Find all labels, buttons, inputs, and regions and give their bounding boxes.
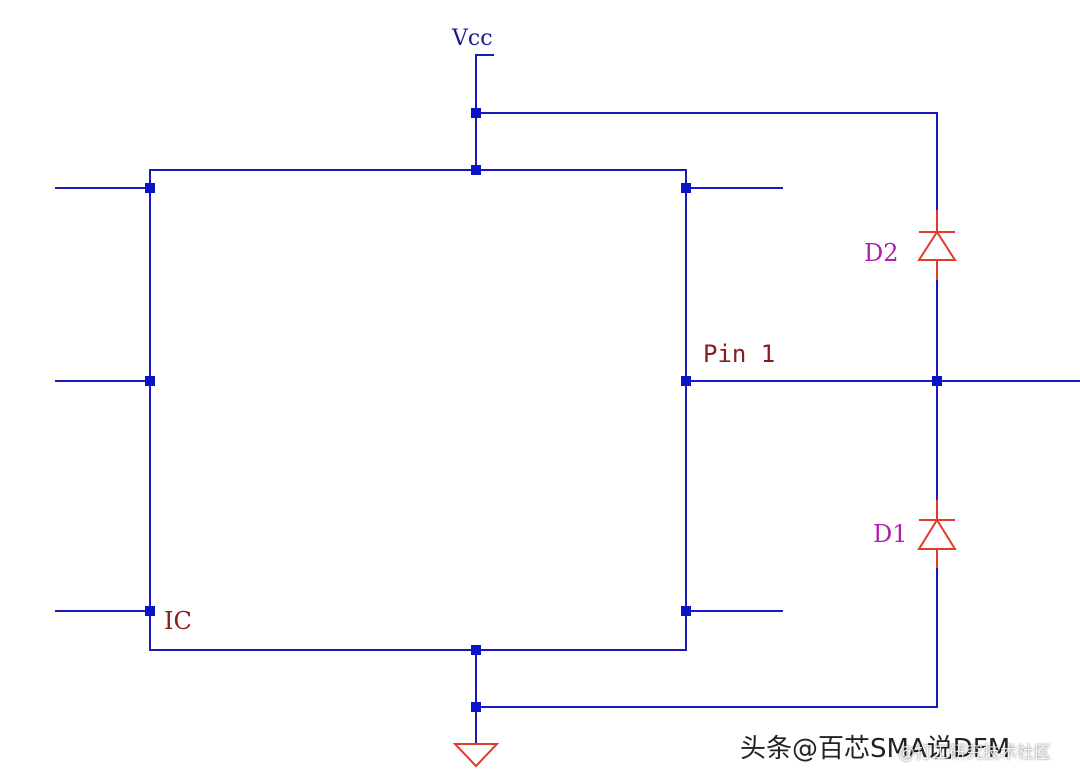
ic-label: IC: [164, 607, 192, 635]
vcc-rail-wire: [476, 112, 938, 210]
ic-body: [149, 169, 687, 651]
diode-d1: [917, 500, 957, 568]
vcc-label: Vcc: [451, 26, 493, 51]
junction-dots: [145, 108, 942, 712]
d2-label: D2: [864, 239, 899, 267]
ground-icon: [452, 743, 500, 768]
pin1-label: Pin 1: [703, 340, 775, 368]
diode-d2: [917, 210, 957, 280]
vcc-symbol-wire: [475, 54, 494, 113]
gnd-rail-wire: [476, 568, 938, 708]
watermark-text: 头条@百芯SMA说DFM: [740, 734, 1011, 764]
d1-label: D1: [873, 520, 908, 548]
watermark-overlay-text: @打工研究技术社区: [898, 743, 1051, 763]
